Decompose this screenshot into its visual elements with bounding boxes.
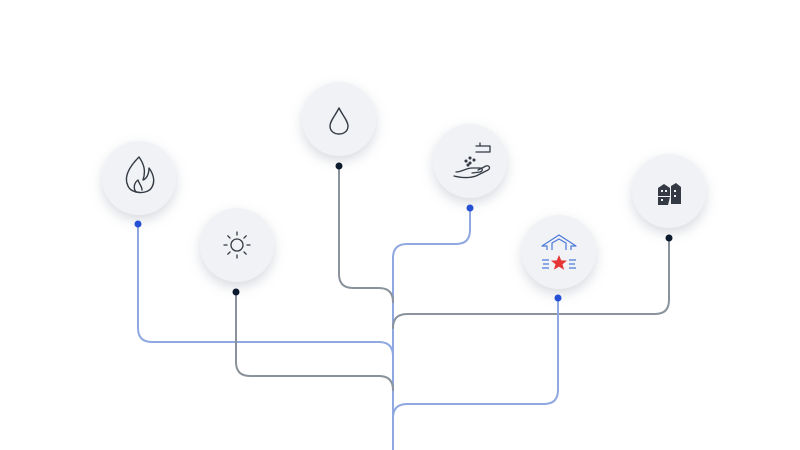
faucet-hand-icon [453, 142, 491, 179]
water-drop-icon [329, 107, 349, 135]
connector-dot [665, 234, 673, 242]
trunk-line [392, 207, 471, 450]
sun-icon [223, 231, 251, 259]
node-circle [102, 141, 176, 215]
connector-dot [232, 288, 240, 296]
node-circle [302, 82, 376, 156]
arrow-up-star-icon [541, 234, 577, 269]
building-icon [658, 183, 681, 205]
node-water[interactable] [302, 82, 376, 170]
branch-water [338, 165, 394, 303]
connector-dot [335, 162, 343, 170]
connector-lines [137, 165, 670, 450]
connector-dot [554, 294, 562, 302]
branch-sun [235, 291, 394, 391]
flame-icon [125, 156, 155, 194]
node-circle [433, 124, 507, 198]
node-circle [522, 215, 596, 289]
connector-dot [466, 204, 474, 212]
node-growth[interactable] [522, 215, 596, 302]
star-icon [551, 255, 567, 270]
node-building[interactable] [632, 154, 706, 242]
node-faucet[interactable] [433, 124, 507, 212]
connector-dot [134, 220, 142, 228]
branch-fire [137, 223, 394, 357]
node-sun[interactable] [200, 208, 274, 296]
branch-building [392, 237, 670, 329]
branch-growth [392, 297, 559, 419]
node-circle [200, 208, 274, 282]
node-fire[interactable] [102, 141, 176, 228]
